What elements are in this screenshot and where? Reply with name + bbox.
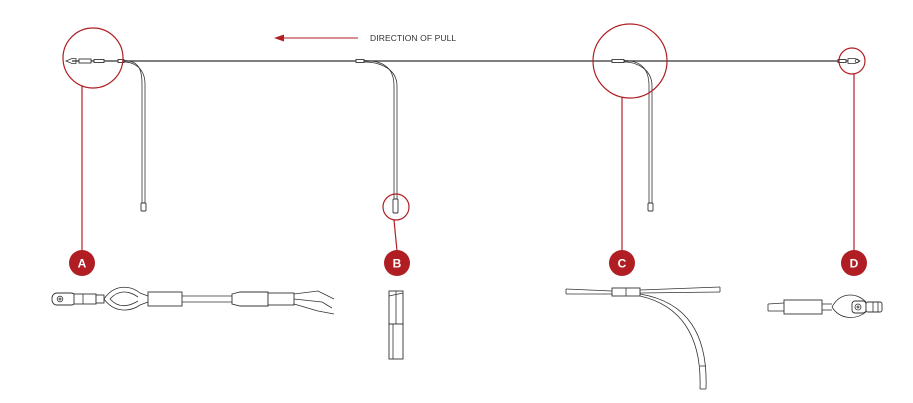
callout-badge-a: A xyxy=(69,250,95,276)
callout-markers xyxy=(62,23,866,252)
breakout-leg-c xyxy=(611,59,654,212)
callout-letter-b: B xyxy=(393,257,402,271)
detail-a-pulling-eye xyxy=(51,286,335,315)
callout-badge-d: D xyxy=(841,250,867,276)
detail-c-breakout xyxy=(565,286,721,390)
callout-badge-c: C xyxy=(609,250,635,276)
leader-line-b xyxy=(393,219,398,252)
direction-label: DIRECTION OF PULL xyxy=(370,33,456,43)
callout-badge-b: B xyxy=(384,250,410,276)
callout-letter-a: A xyxy=(78,257,87,271)
callout-circle-d xyxy=(838,47,866,75)
callout-circle-c xyxy=(592,23,668,99)
direction-arrow-icon xyxy=(274,34,284,42)
breakout-leg-a xyxy=(117,59,147,212)
breakout-leg-b xyxy=(355,59,399,214)
callout-letter-c: C xyxy=(618,257,627,271)
direction-of-pull: DIRECTION OF PULL xyxy=(274,33,456,43)
detail-d-pulling-eye xyxy=(767,294,883,318)
callout-circle-b xyxy=(382,193,410,221)
callout-letter-d: D xyxy=(850,257,859,271)
detail-b-leg-end xyxy=(388,290,404,360)
callout-circle-a xyxy=(62,27,124,89)
main-cable xyxy=(64,58,861,64)
